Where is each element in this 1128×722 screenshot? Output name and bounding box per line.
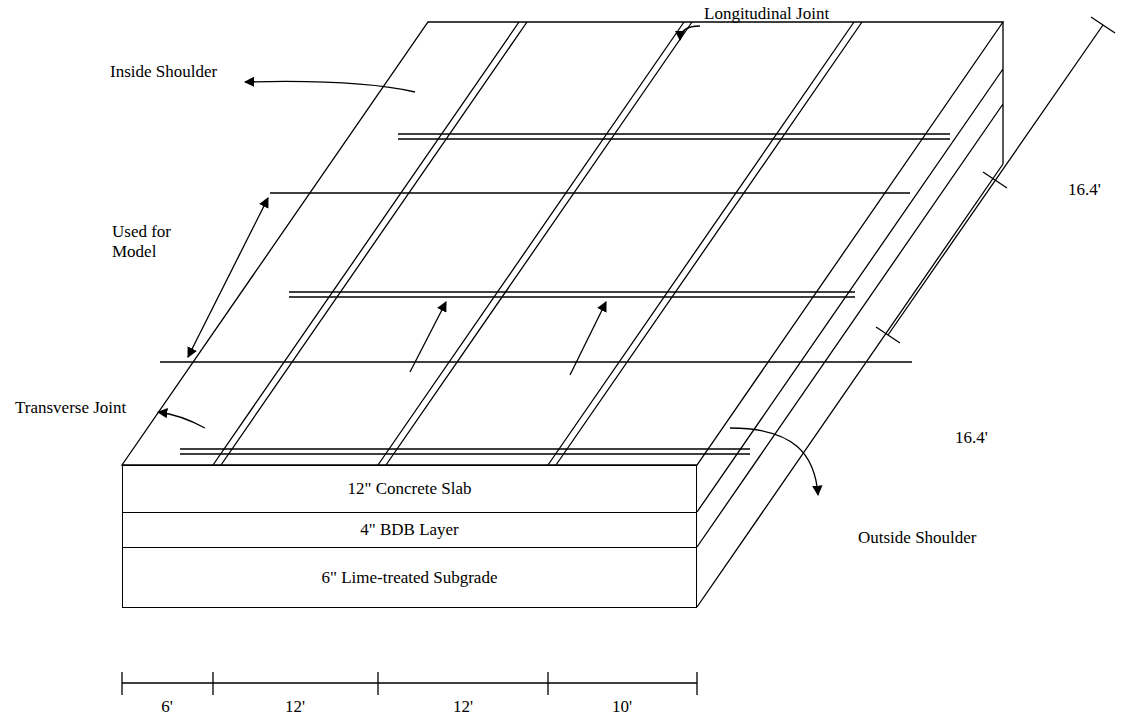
callout-label: Longitudinal Joint bbox=[704, 4, 829, 24]
dimension-line bbox=[876, 17, 1115, 343]
leader-line bbox=[158, 412, 205, 428]
callout-label: Used for Model bbox=[112, 222, 194, 261]
dimension-label: 16.4' bbox=[955, 428, 988, 448]
callout-label: Inside Shoulder bbox=[110, 62, 217, 82]
side-face bbox=[697, 22, 1003, 607]
transverse-joint-lines bbox=[180, 134, 950, 454]
concrete-slab-layer: 12" Concrete Slab bbox=[122, 465, 697, 513]
traffic-arrow bbox=[570, 302, 606, 375]
dimension-line bbox=[122, 672, 697, 695]
leader-line bbox=[730, 428, 818, 495]
dimension-label: 12' bbox=[453, 697, 473, 717]
leader-line bbox=[245, 81, 415, 92]
subgrade-layer: 6" Lime-treated Subgrade bbox=[122, 547, 697, 608]
top-face bbox=[122, 22, 1003, 465]
longitudinal-joint-lines bbox=[213, 22, 862, 465]
model-boundary-lines bbox=[160, 193, 912, 362]
dimension-label: 12' bbox=[285, 697, 305, 717]
leader-line bbox=[680, 26, 700, 40]
model-extent-arrow bbox=[188, 198, 268, 357]
layer-label: 4" BDB Layer bbox=[360, 520, 459, 540]
layer-label: 12" Concrete Slab bbox=[347, 479, 471, 499]
dimension-label: 16.4' bbox=[1068, 180, 1101, 200]
base-layer: 4" BDB Layer bbox=[122, 512, 697, 548]
callout-label: Outside Shoulder bbox=[858, 528, 977, 548]
layer-label: 6" Lime-treated Subgrade bbox=[322, 568, 498, 588]
traffic-arrow bbox=[410, 302, 446, 372]
dimension-label: 10' bbox=[612, 697, 632, 717]
dimension-label: 6' bbox=[161, 697, 173, 717]
callout-label: Transverse Joint bbox=[15, 398, 126, 418]
